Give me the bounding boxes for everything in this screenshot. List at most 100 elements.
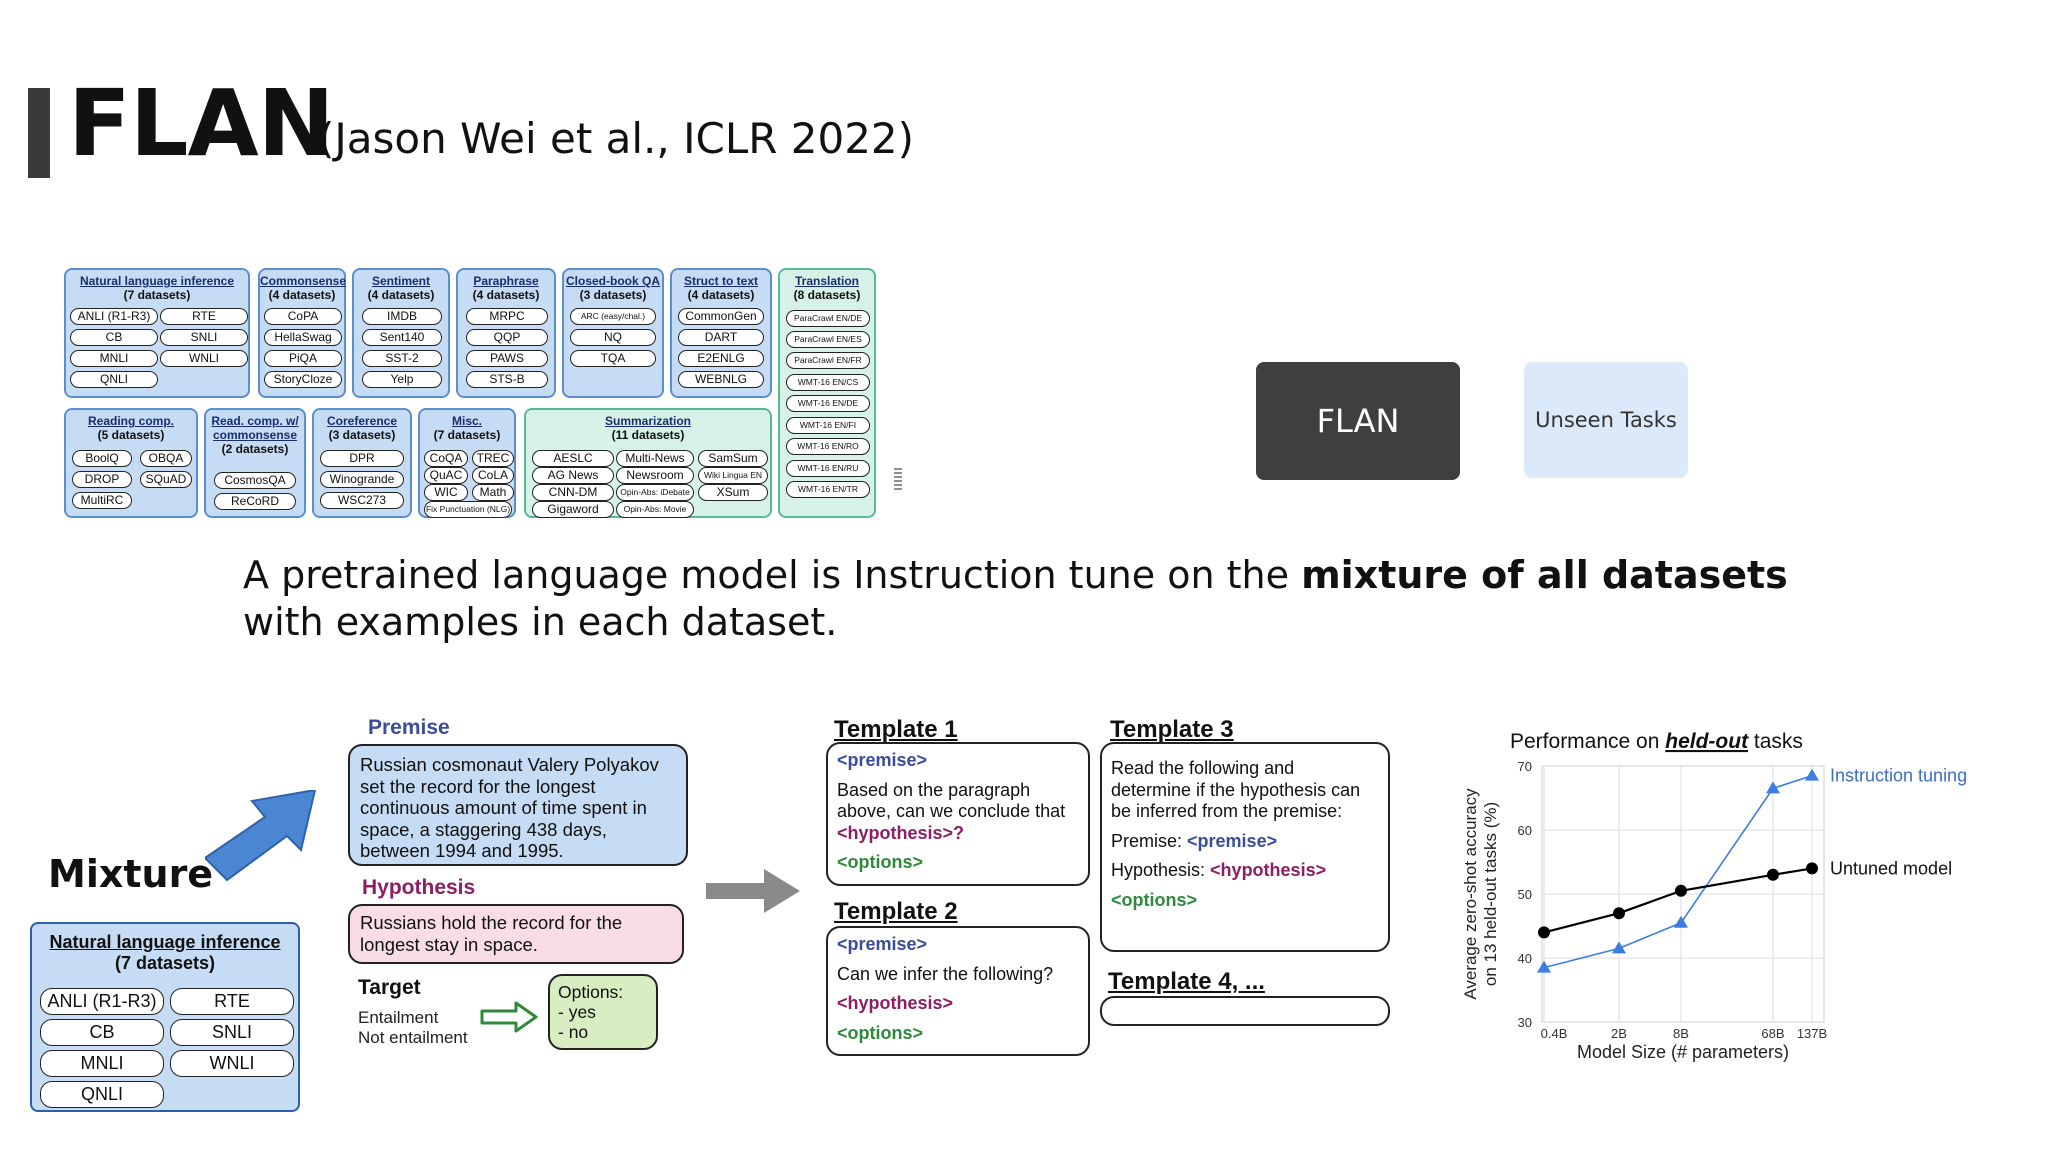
cluster-name: Summarization bbox=[604, 414, 691, 428]
template-text: Read the following and determine if the … bbox=[1111, 758, 1361, 821]
cluster-count: (5 datasets) bbox=[97, 428, 165, 442]
target-option: Not entailment bbox=[358, 1028, 468, 1047]
dataset-chip: WMT-16 EN/FI bbox=[786, 417, 870, 434]
template-2-box: <premise> Can we infer the following? <h… bbox=[826, 926, 1090, 1056]
diagonal-arrow-icon bbox=[205, 790, 317, 882]
dataset-chip: CoPA bbox=[264, 308, 342, 325]
cluster-count: (4 datasets) bbox=[472, 288, 540, 302]
dataset-chip: ParaCrawl EN/FR bbox=[786, 352, 870, 369]
x-tick-label: 0.4B bbox=[1541, 1026, 1568, 1041]
dataset-chip: TQA bbox=[570, 350, 656, 367]
hollow-arrow-icon bbox=[480, 1001, 538, 1033]
cluster-header: Coreference(3 datasets) bbox=[314, 414, 410, 442]
cluster-header: Commonsense(4 datasets) bbox=[260, 274, 347, 302]
mixture-item: ANLI (R1-R3) bbox=[40, 988, 164, 1015]
caption-text-end: with examples in each dataset. bbox=[243, 600, 838, 644]
dataset-chip: CB bbox=[70, 329, 158, 346]
y-axis-label: Average zero-shot accuracy bbox=[1461, 788, 1480, 1000]
dataset-chip: CNN-DM bbox=[532, 484, 614, 501]
template-2-title: Template 2 bbox=[834, 898, 958, 925]
dataset-chip: SST-2 bbox=[362, 350, 442, 367]
mixture-item: WNLI bbox=[170, 1050, 294, 1077]
dataset-chip: ReCoRD bbox=[214, 493, 296, 510]
dataset-chip: WMT-16 EN/TR bbox=[786, 481, 870, 498]
title-accent-bar bbox=[28, 88, 50, 178]
cluster-name: Closed-book QA bbox=[565, 274, 660, 288]
y-tick-label: 70 bbox=[1518, 759, 1532, 774]
x-tick-label: 137B bbox=[1797, 1026, 1827, 1041]
cluster-header: Natural language inference(7 datasets) bbox=[66, 274, 248, 302]
dataset-chip: Opin-Abs: iDebate bbox=[616, 484, 694, 501]
data-point-triangle bbox=[1766, 781, 1780, 794]
dataset-chip: SamSum bbox=[698, 450, 768, 467]
caption-bold: mixture of all datasets bbox=[1301, 553, 1788, 597]
series-label: Untuned model bbox=[1830, 858, 1952, 878]
dataset-chip: DPR bbox=[320, 450, 404, 467]
mixture-item: RTE bbox=[170, 988, 294, 1015]
dataset-chip: RTE bbox=[160, 308, 248, 325]
template-text: Premise: bbox=[1111, 830, 1188, 851]
dataset-chip: QuAC bbox=[424, 467, 468, 484]
y-tick-label: 40 bbox=[1518, 951, 1532, 966]
dataset-chip: CommonGen bbox=[678, 308, 764, 325]
dataset-chip: CosmosQA bbox=[214, 472, 296, 489]
cluster-header: Read. comp. w/ commonsense(2 datasets) bbox=[206, 414, 304, 456]
series-label: Instruction tuning bbox=[1830, 766, 1967, 786]
right-arrow-icon bbox=[706, 869, 800, 913]
target-label: Target bbox=[358, 976, 421, 999]
data-point-circle bbox=[1806, 862, 1818, 875]
dataset-chip: QNLI bbox=[70, 371, 158, 388]
cluster-name: Commonsense bbox=[260, 274, 347, 288]
dataset-chip: WEBNLG bbox=[678, 371, 764, 388]
dataset-chip: PiQA bbox=[264, 350, 342, 367]
template-text: Hypothesis: bbox=[1111, 860, 1211, 880]
template-1-title: Template 1 bbox=[834, 716, 958, 743]
dataset-chip: SNLI bbox=[160, 329, 248, 346]
premise-label: Premise bbox=[368, 716, 450, 739]
flan-box: FLAN bbox=[1256, 362, 1460, 480]
dataset-chip: NQ bbox=[570, 329, 656, 346]
premise-token: <premise> bbox=[837, 750, 928, 770]
cluster-name: Sentiment bbox=[371, 274, 430, 288]
unseen-tasks-box: Unseen Tasks bbox=[1524, 362, 1688, 478]
hypothesis-token: <hypothesis>? bbox=[837, 822, 965, 843]
data-point-circle bbox=[1538, 926, 1550, 939]
dataset-chip: ARC (easy/chal.) bbox=[570, 308, 656, 325]
dataset-chip: WMT-16 EN/CS bbox=[786, 374, 870, 391]
performance-chart: Performance on held-out tasks30405060700… bbox=[1461, 730, 1967, 1062]
cluster-header: Reading comp.(5 datasets) bbox=[66, 414, 196, 442]
dataset-chip: ParaCrawl EN/DE bbox=[786, 310, 870, 327]
dataset-chip: AESLC bbox=[532, 450, 614, 467]
data-point-circle bbox=[1767, 868, 1779, 881]
dataset-chip: WMT-16 EN/RO bbox=[786, 438, 870, 455]
mixture-cluster-count: (7 datasets) bbox=[114, 953, 216, 973]
dataset-chip: QQP bbox=[466, 329, 548, 346]
target-options: Entailment Not entailment bbox=[358, 1008, 468, 1048]
cluster-name: Reading comp. bbox=[87, 414, 174, 428]
options-box: Options: - yes - no bbox=[548, 974, 658, 1050]
cluster-count: (4 datasets) bbox=[367, 288, 435, 302]
cluster-count: (3 datasets) bbox=[579, 288, 647, 302]
dataset-chip: CoQA bbox=[424, 450, 468, 467]
cluster-count: (7 datasets) bbox=[433, 428, 501, 442]
dataset-chip: Multi-News bbox=[616, 450, 694, 467]
premise-token: <premise> bbox=[837, 934, 928, 954]
options-token: <options> bbox=[1111, 889, 1198, 910]
cluster-natural-language-inference: Natural language inference(7 datasets)AN… bbox=[64, 268, 250, 398]
dataset-chip: E2ENLG bbox=[678, 350, 764, 367]
cluster-name: Natural language inference bbox=[79, 274, 235, 288]
mixture-cluster: Natural language inference(7 datasets) A… bbox=[30, 922, 300, 1112]
dataset-chip: PAWS bbox=[466, 350, 548, 367]
mixture-label: Mixture bbox=[48, 852, 214, 896]
template-3-title: Template 3 bbox=[1110, 716, 1234, 743]
grid-scroll-marker bbox=[894, 468, 902, 490]
cluster-count: (2 datasets) bbox=[221, 442, 289, 456]
y-tick-label: 30 bbox=[1518, 1015, 1532, 1030]
dataset-chip: DROP bbox=[72, 471, 132, 488]
data-point-circle bbox=[1675, 884, 1687, 897]
cluster-count: (4 datasets) bbox=[268, 288, 336, 302]
plot-frame bbox=[1541, 765, 1825, 1023]
